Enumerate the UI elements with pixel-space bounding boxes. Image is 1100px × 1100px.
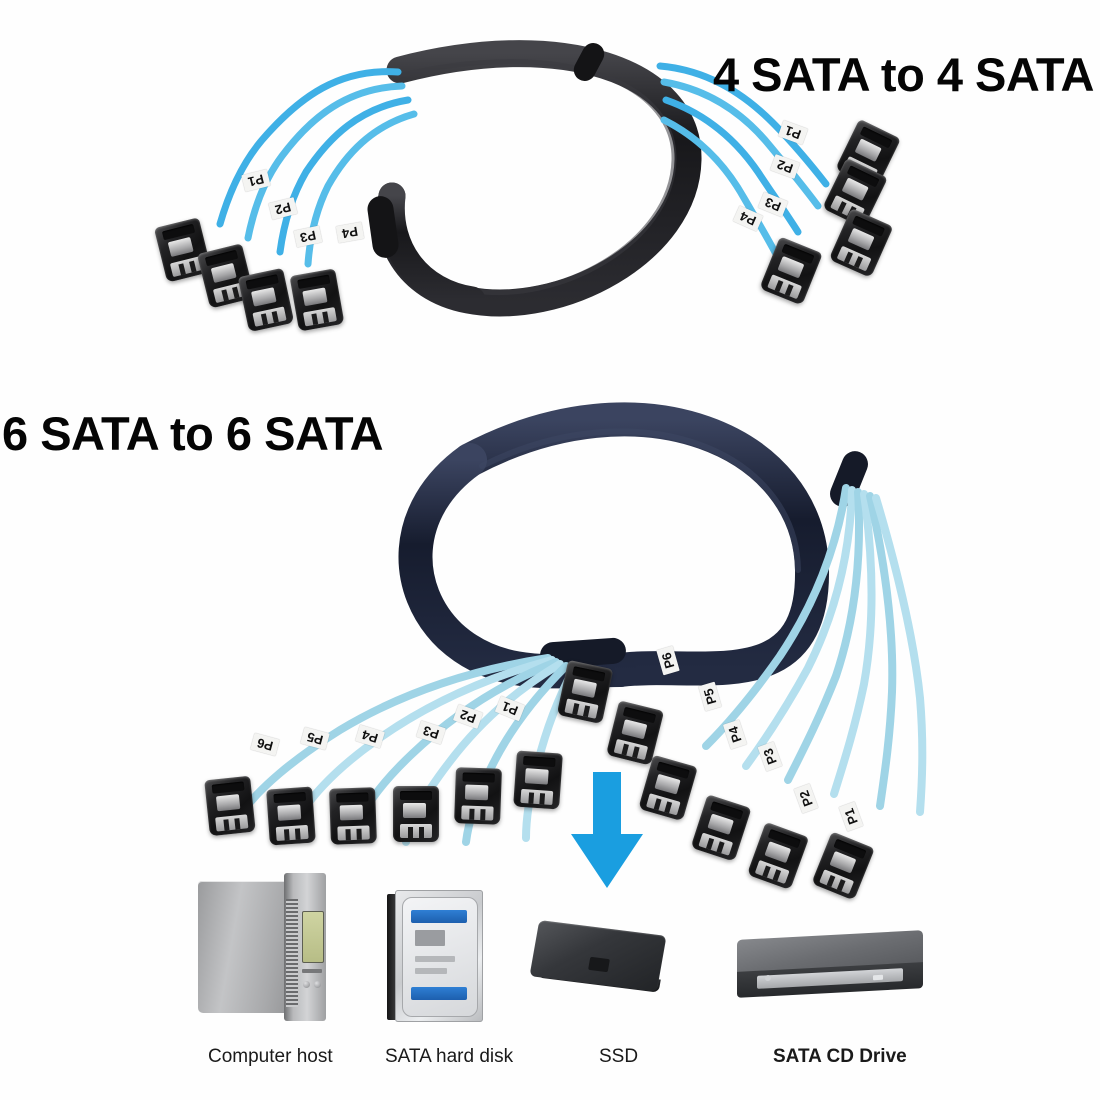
hdd-label-band-top bbox=[411, 910, 467, 923]
hdd-label-text-2 bbox=[415, 956, 455, 962]
sata-cd-drive-illustration bbox=[737, 930, 923, 1005]
title-6-sata-to-6-sata: 6 SATA to 6 SATA bbox=[2, 407, 384, 461]
sata-connector-6a-left-4[interactable] bbox=[393, 786, 439, 842]
caption-ssd: SSD bbox=[599, 1046, 639, 1067]
computer-host-illustration bbox=[198, 873, 326, 1021]
sata-connector-6a-left-2[interactable] bbox=[266, 786, 316, 846]
caption-sata-cd-drive: SATA CD Drive bbox=[773, 1046, 907, 1067]
sata-connector-6a-left-5[interactable] bbox=[454, 767, 502, 825]
title-4-sata-to-4-sata: 4 SATA to 4 SATA bbox=[712, 48, 1095, 102]
cd-drive-eject-button bbox=[873, 974, 883, 981]
ssd-illustration bbox=[529, 920, 667, 1000]
ssd-sticker bbox=[588, 956, 610, 973]
sata-hard-disk-illustration bbox=[387, 890, 483, 1022]
sata-connector-6a-left-6[interactable] bbox=[513, 750, 563, 810]
cable-6sata-right-wires bbox=[702, 484, 927, 816]
host-vent bbox=[286, 899, 298, 1007]
down-arrow-icon bbox=[571, 772, 643, 888]
sata-connector-4a-left-4[interactable] bbox=[289, 268, 345, 332]
hdd-label-band-bottom bbox=[411, 987, 467, 1000]
sata-connector-6a-left-3[interactable] bbox=[329, 787, 377, 845]
host-lcd-screen bbox=[302, 911, 324, 963]
sata-connector-6a-left-1[interactable] bbox=[204, 775, 256, 837]
caption-computer-host: Computer host bbox=[208, 1046, 333, 1067]
hdd-label-text-1 bbox=[415, 930, 445, 946]
host-drive-slot bbox=[302, 969, 322, 973]
cable-4sata-wires bbox=[216, 62, 830, 268]
cable-4sata-sleeve bbox=[367, 40, 702, 317]
caption-sata-hard-disk: SATA hard disk bbox=[385, 1046, 514, 1067]
ssd-top-cover bbox=[529, 920, 667, 992]
hdd-side bbox=[387, 894, 396, 1020]
host-power-button bbox=[303, 981, 310, 988]
host-reset-button bbox=[314, 981, 321, 988]
hdd-label-text-3 bbox=[415, 968, 447, 974]
